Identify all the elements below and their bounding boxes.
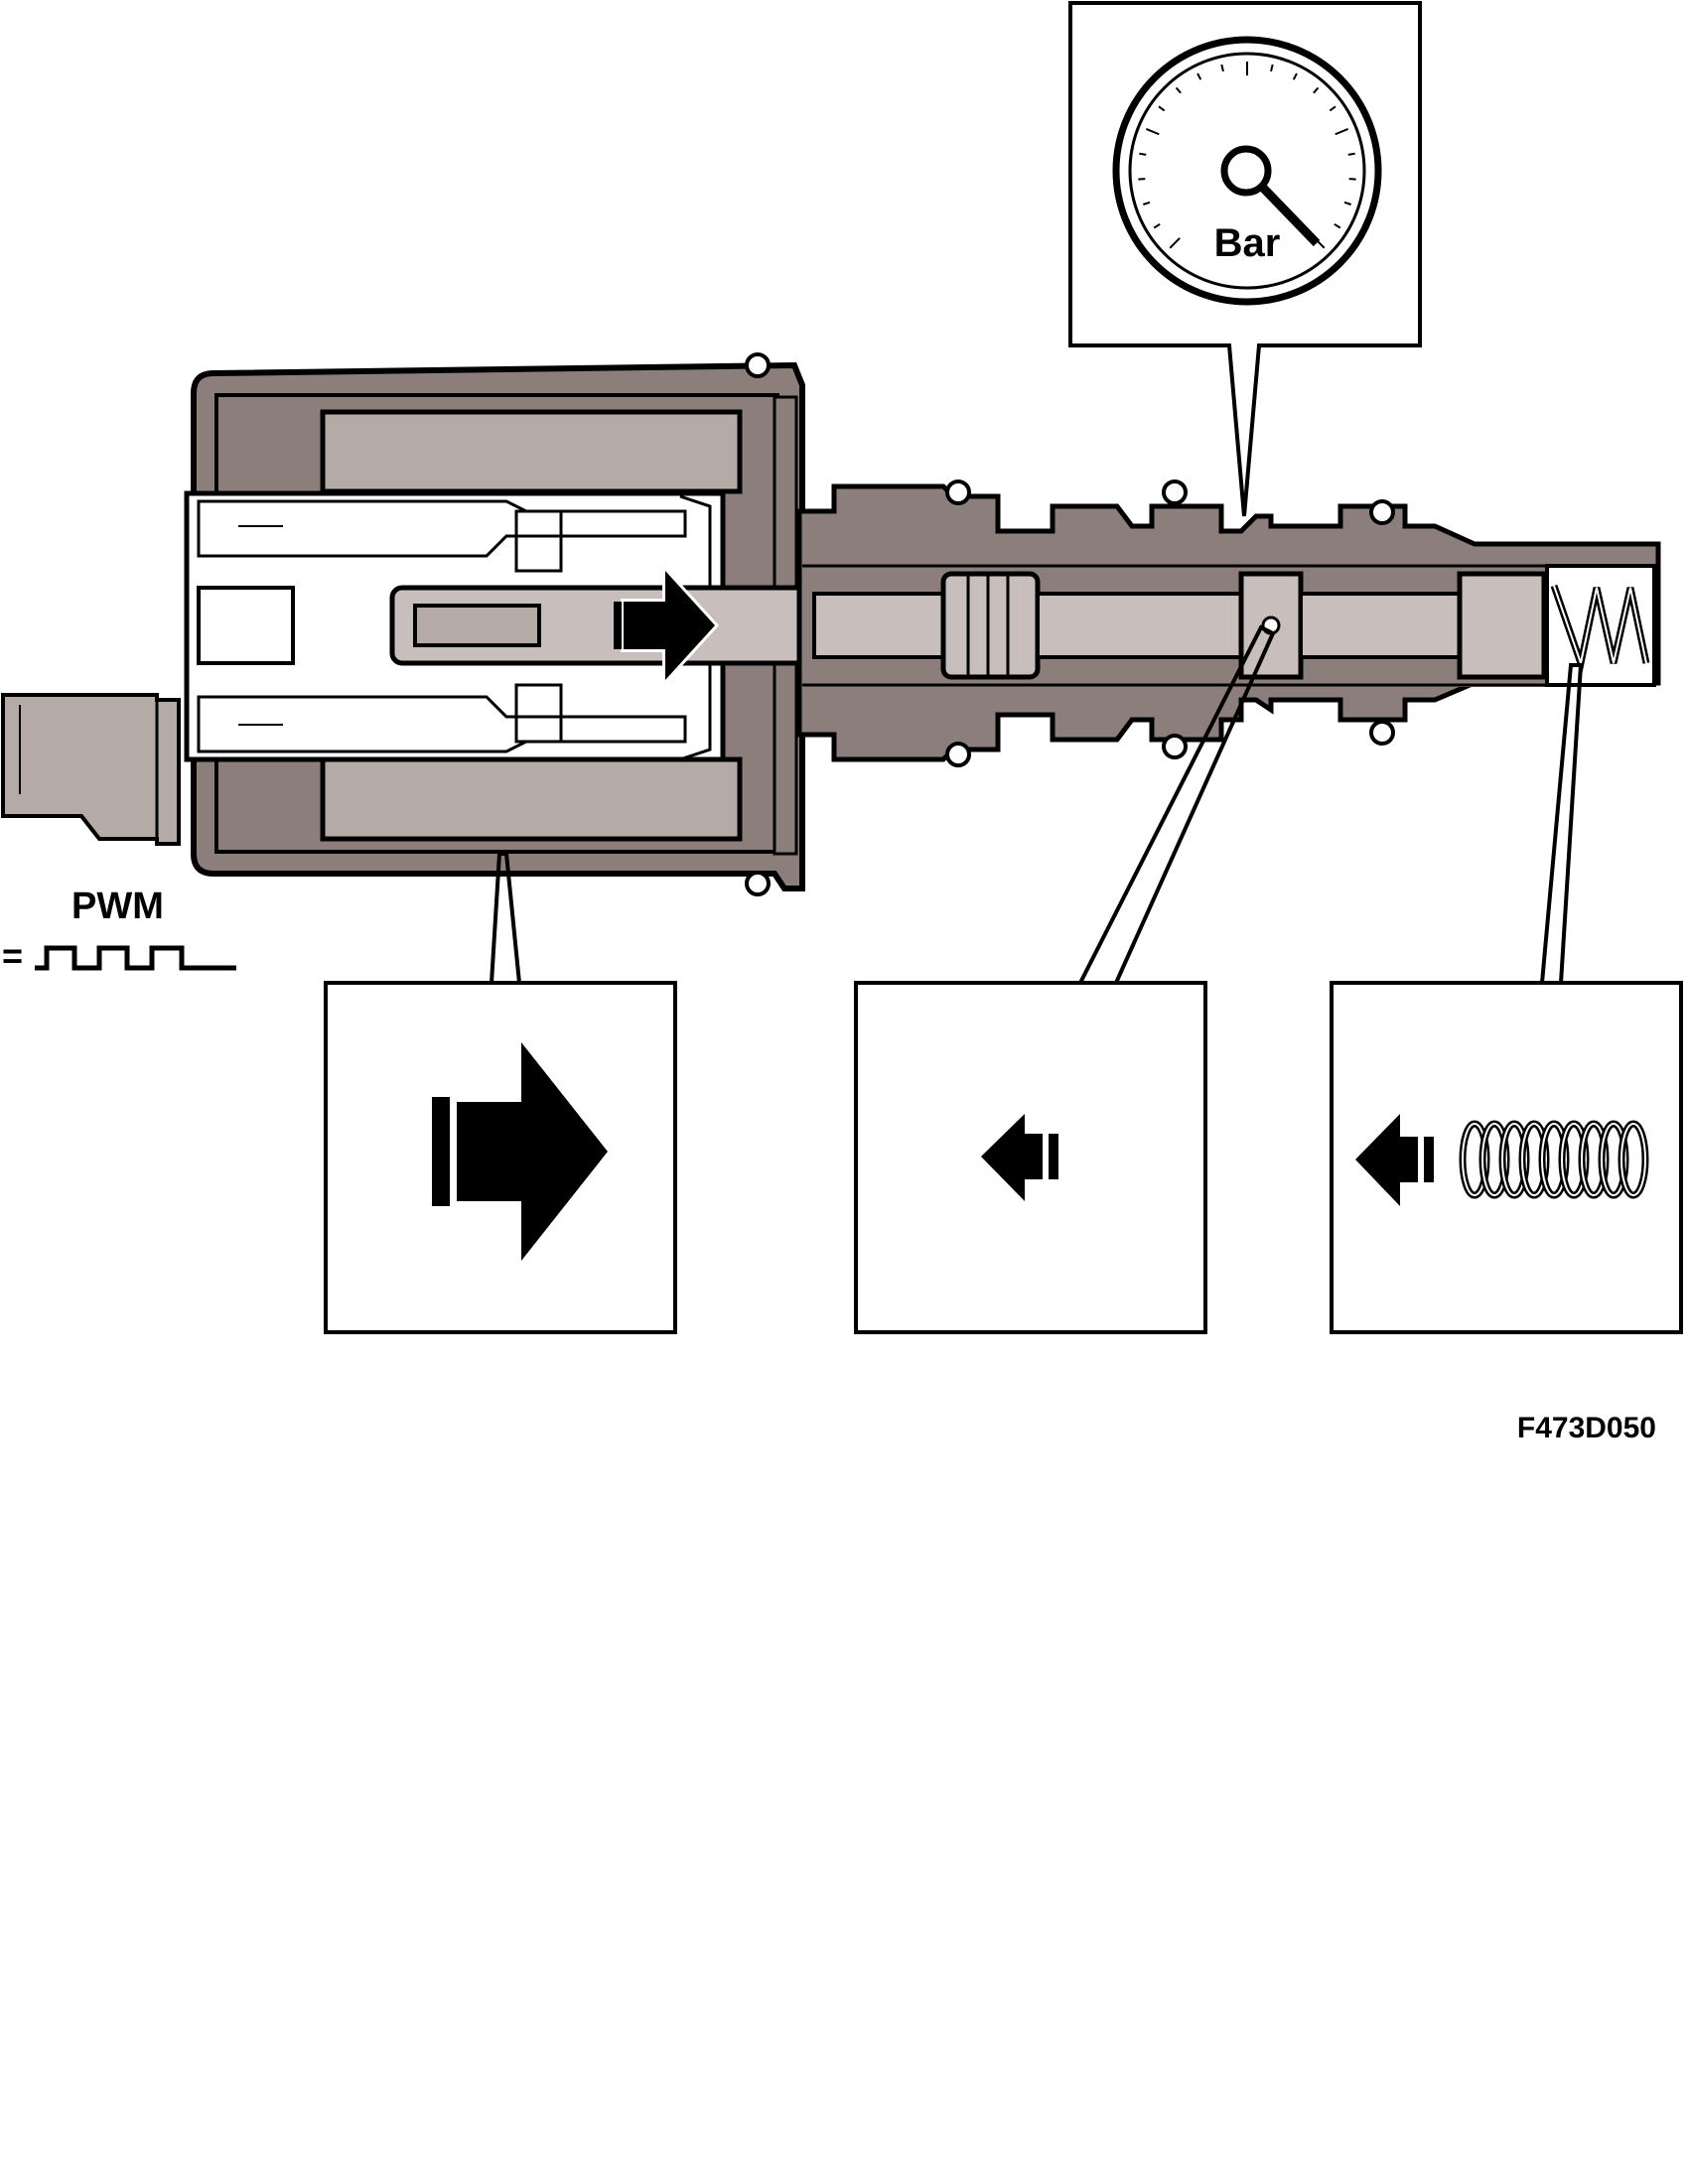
pwm-waveform-icon xyxy=(35,945,236,971)
gauge-tick xyxy=(1334,222,1341,229)
small-left-arrow-icon xyxy=(981,1114,1058,1201)
gauge-tick xyxy=(1196,72,1202,80)
gauge-tick xyxy=(1175,86,1182,94)
gauge-tick xyxy=(1347,152,1355,156)
gauge-tick xyxy=(1292,72,1298,80)
gauge-tick xyxy=(1335,127,1349,136)
gauge-unit-label: Bar xyxy=(1214,221,1281,265)
plunger-rod xyxy=(197,585,817,666)
leader-lines xyxy=(490,624,1584,984)
gauge-tick xyxy=(1348,178,1356,181)
spring-coil-highlight xyxy=(1501,1123,1527,1196)
figure-code: F473D050 xyxy=(1517,1412,1656,1444)
pressure-gauge-callout: Bar xyxy=(1068,1,1422,517)
spring-coil-highlight xyxy=(1521,1123,1547,1196)
spring-icon xyxy=(1459,1120,1649,1199)
callout-spring-force xyxy=(1330,981,1683,1334)
return-spring xyxy=(1545,564,1656,687)
spring-coil-highlight xyxy=(1481,1123,1507,1196)
pwm-label: PWM xyxy=(71,886,164,927)
spring-coil-highlight xyxy=(1620,1123,1646,1196)
spring-coil-highlight xyxy=(1601,1123,1626,1196)
spring-coil-highlight xyxy=(1561,1123,1587,1196)
gauge-tick xyxy=(1143,201,1151,205)
gauge-tick xyxy=(1329,105,1336,112)
gauge-tick xyxy=(1158,105,1166,112)
spring-coil-highlight xyxy=(1462,1123,1487,1196)
gauge-tick xyxy=(1153,222,1161,229)
gauge-tick xyxy=(1169,237,1181,249)
gauge-tick xyxy=(1313,86,1320,94)
pressure-gauge-icon: Bar xyxy=(1112,36,1382,306)
pwm-equals-sign: = xyxy=(2,935,23,976)
callout-magnetic-force xyxy=(324,981,677,1334)
spring-coil-highlight xyxy=(1581,1123,1607,1196)
gauge-tick xyxy=(1138,178,1146,181)
gauge-tick xyxy=(1343,201,1351,205)
gauge-tick xyxy=(1220,64,1224,72)
pwm-signal: PWM = xyxy=(2,886,236,976)
electrical-connector xyxy=(1,693,181,846)
gauge-tick xyxy=(1270,64,1274,72)
gauge-tick xyxy=(1139,152,1147,156)
large-right-arrow-icon xyxy=(432,1042,608,1261)
magnetic-force-arrow xyxy=(614,563,720,688)
valve-spool xyxy=(812,571,1547,680)
left-arrow-icon xyxy=(1355,1114,1434,1206)
spring-coil-highlight xyxy=(1541,1123,1567,1196)
callout-hydraulic-feedback xyxy=(854,981,1207,1334)
gauge-tick xyxy=(1145,127,1160,136)
